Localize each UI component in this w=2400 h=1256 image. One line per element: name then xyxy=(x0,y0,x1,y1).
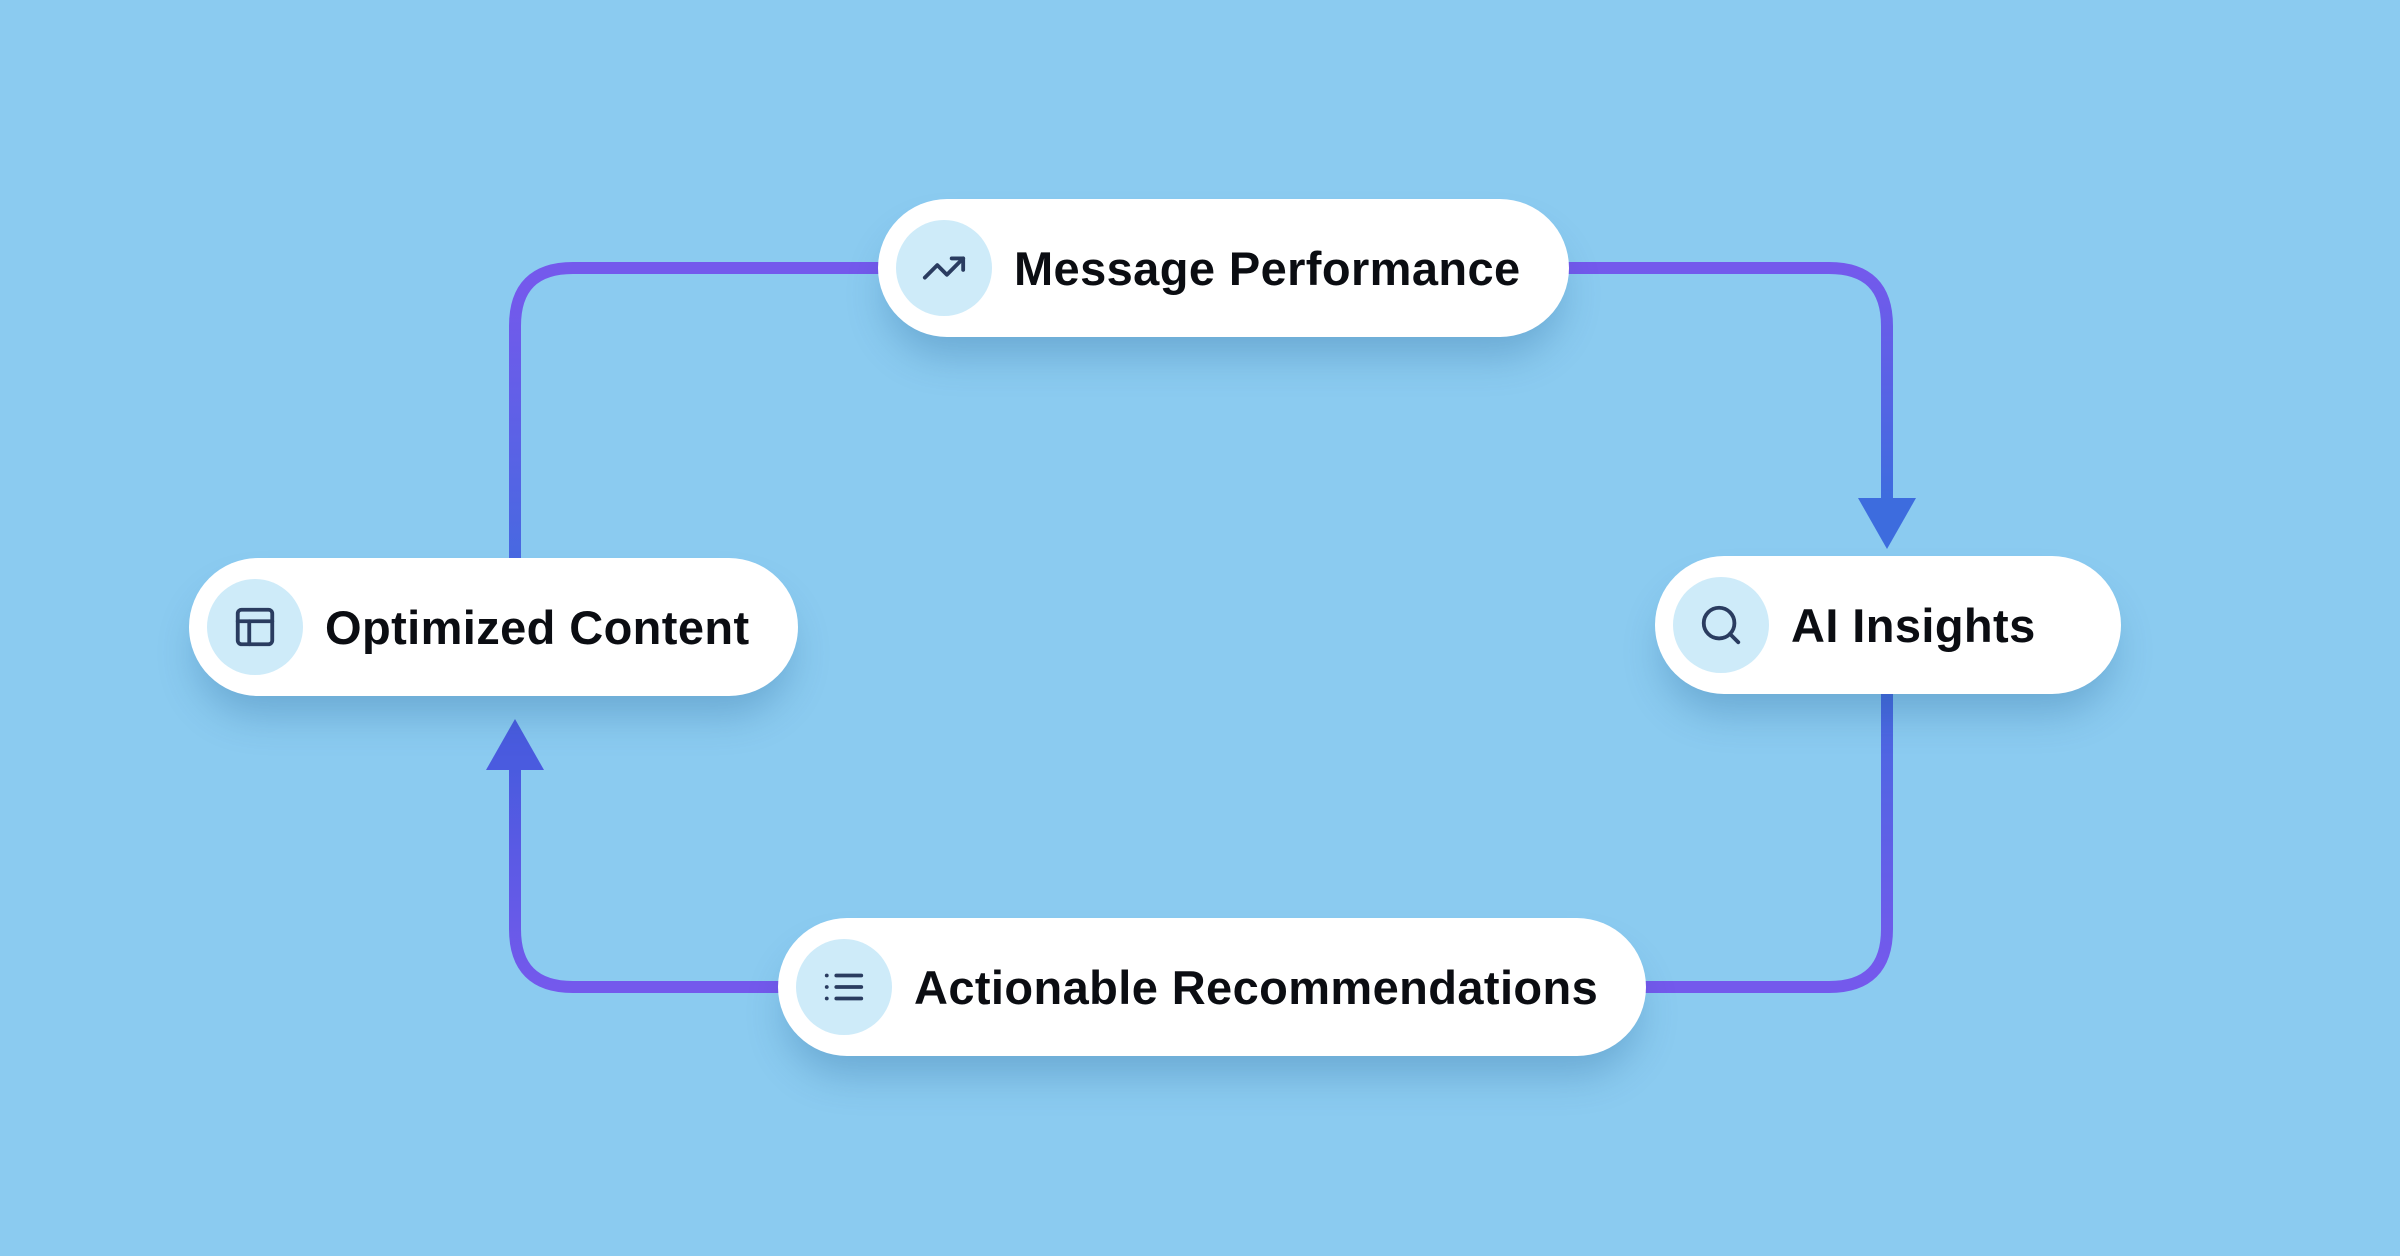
list-icon xyxy=(796,939,892,1035)
trending-up-icon xyxy=(896,220,992,316)
node-label: Optimized Content xyxy=(325,600,750,654)
layout-icon xyxy=(207,579,303,675)
connector-optimized-to-message xyxy=(509,262,950,640)
node-label: AI Insights xyxy=(1791,598,2036,652)
node-actionable-recommendations: Actionable Recommendations xyxy=(778,918,1647,1056)
node-optimized-content: Optimized Content xyxy=(189,558,798,696)
connector-actionable-to-optimized xyxy=(509,769,850,993)
connector-message-to-ai xyxy=(1450,262,1893,500)
node-label: Actionable Recommendations xyxy=(914,960,1599,1014)
arrowhead-down-icon xyxy=(1858,498,1916,549)
search-icon xyxy=(1673,577,1769,673)
node-message-performance: Message Performance xyxy=(878,199,1569,337)
node-ai-insights: AI Insights xyxy=(1655,556,2121,694)
arrowhead-up-icon xyxy=(486,719,544,770)
node-label: Message Performance xyxy=(1014,241,1521,295)
connector-ai-to-actionable xyxy=(1560,630,1893,993)
